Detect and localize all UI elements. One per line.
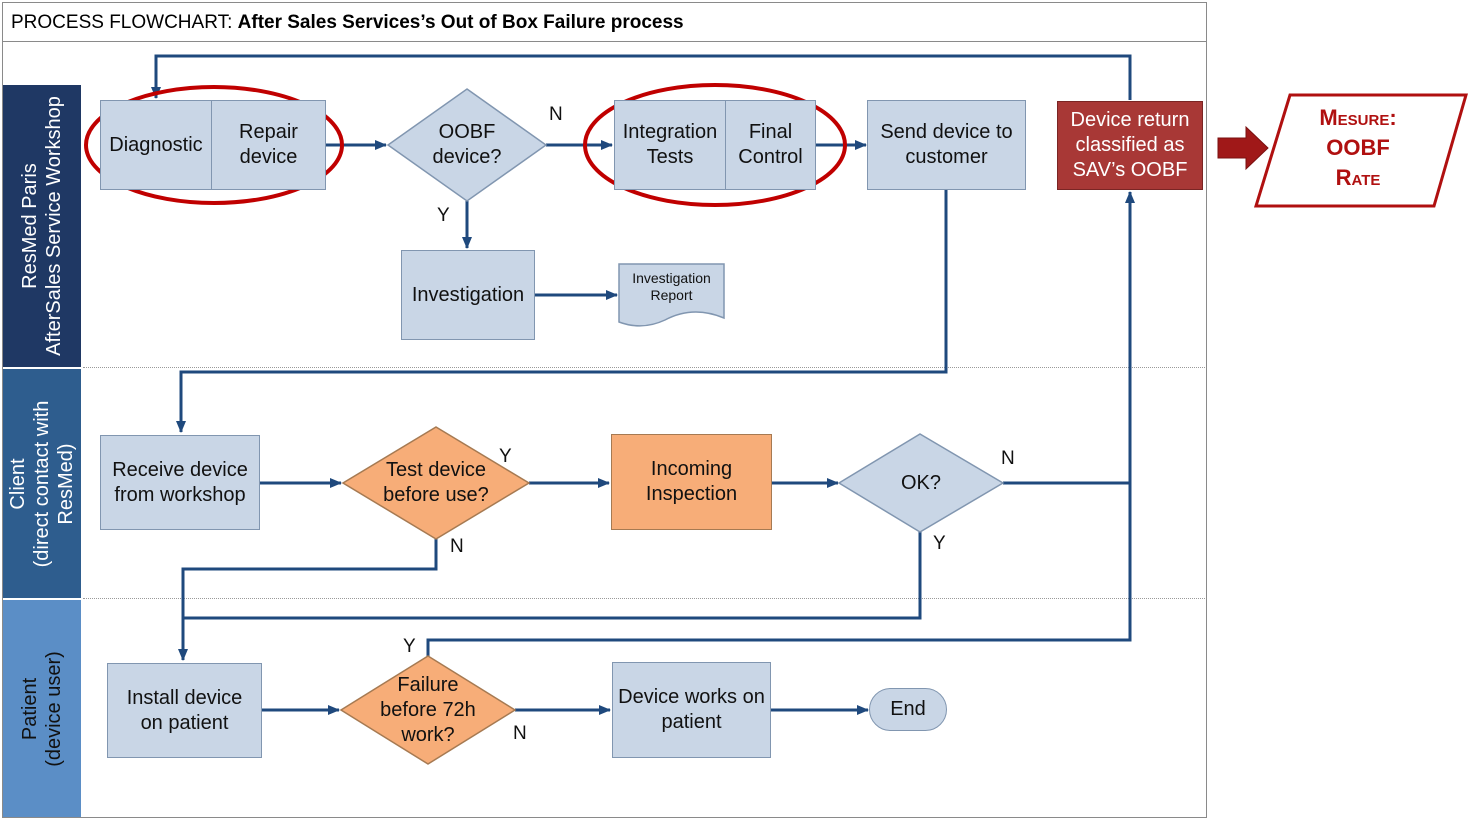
repair-box: Repair device (211, 100, 326, 190)
ok-label: OK? (900, 471, 942, 494)
lane-separator (83, 367, 1205, 368)
send-label-1: Send device to (880, 121, 1013, 143)
works-label-2: patient (661, 711, 722, 733)
return-label-2: classified as (1075, 134, 1185, 156)
title-main: After Sales Services’s Out of Box Failur… (237, 12, 684, 33)
ok-decision-shape (837, 433, 1005, 533)
diagnostic-box: Diagnostic (100, 100, 212, 190)
measure-arrow-icon (1217, 125, 1269, 171)
measure-label-2: OOBF (1326, 135, 1390, 160)
page-title: PROCESS FLOWCHART: After Sales Services’… (3, 3, 1206, 42)
integration-label-2: Tests (646, 146, 694, 168)
edge-label-ok-y: Y (933, 533, 946, 554)
failure-label-3: work? (401, 723, 455, 746)
failure-decision-shape (339, 655, 517, 765)
install-label-1: Install device (126, 686, 243, 709)
final-label-1: Final (748, 121, 793, 143)
test-label-1: Test device (385, 459, 487, 481)
test-decision-shape (341, 426, 531, 540)
device-return-box: Device return classified as SAV’s OOBF (1057, 101, 1203, 190)
incoming-label-2: Inspection (645, 483, 738, 505)
return-label-1: Device return (1070, 109, 1190, 131)
end-label: End (890, 698, 926, 720)
arrow-ok-n-to-return (1003, 191, 1135, 485)
oobf-label-1: OOBF (438, 121, 496, 143)
edge-label-test-y: Y (499, 446, 512, 467)
oobf-decision-shape (386, 88, 548, 202)
report-label-1: Investigation (632, 270, 711, 286)
repair-label-1: Repair (239, 121, 298, 143)
report-document-shape (618, 263, 725, 327)
test-label-2: before use? (383, 484, 489, 506)
ok-decision: OK? (839, 434, 1003, 532)
final-label-2: Control (738, 146, 803, 168)
integration-label-1: Integration (622, 121, 718, 143)
arrow-failure-y-to-return (426, 483, 1132, 656)
receive-label-2: from workshop (114, 483, 246, 506)
oobf-label-2: device? (432, 146, 502, 168)
arrow-ok-y-to-install (183, 530, 922, 620)
arrow-send-to-receive (176, 190, 948, 433)
report-label-2: Report (650, 287, 693, 303)
edge-label-test-n: N (450, 536, 464, 557)
return-label-3: SAV’s OOBF (1072, 159, 1188, 181)
test-decision: Test device before use? (343, 427, 529, 539)
send-device-box: Send device to customer (867, 100, 1026, 190)
edge-label-ok-n: N (1001, 448, 1015, 469)
highlight-ellipse-repair (84, 85, 344, 205)
incoming-label-1: Incoming (650, 458, 733, 480)
repair-label-2: device (239, 146, 298, 168)
device-works-box: Device works on patient (612, 662, 771, 758)
edge-label-failure-n: N (513, 723, 527, 744)
arrow-return-loop-top (151, 54, 1132, 100)
diagnostic-label: Diagnostic (109, 133, 203, 156)
arrow-test-n-to-install (178, 537, 438, 661)
measure-label-3: Rate (1335, 165, 1381, 190)
edge-label-oobf-y: Y (437, 205, 450, 226)
works-label-1: Device works on (618, 686, 765, 708)
lane-patient: Patient(device user) (3, 600, 81, 817)
measure-label-1: Mesure: (1319, 105, 1397, 130)
highlight-ellipse-control (583, 83, 847, 207)
install-label-2: on patient (140, 711, 229, 734)
receive-label-1: Receive device (112, 458, 248, 481)
measure-callout: Mesure: OOBF Rate (1258, 92, 1458, 204)
edge-label-failure-y: Y (403, 636, 416, 657)
end-terminator: End (869, 688, 947, 731)
lane-separator (83, 598, 1205, 599)
title-prefix: PROCESS FLOWCHART: (11, 12, 238, 33)
edge-label-oobf-n: N (549, 104, 563, 125)
measure-parallelogram (1253, 93, 1468, 208)
investigation-label: Investigation (411, 283, 525, 306)
oobf-decision: OOBF device? (388, 89, 546, 201)
failure-label-1: Failure (397, 673, 459, 696)
failure-label-2: before 72h (380, 698, 476, 721)
send-label-2: customer (905, 146, 988, 168)
investigation-box: Investigation (401, 250, 535, 340)
